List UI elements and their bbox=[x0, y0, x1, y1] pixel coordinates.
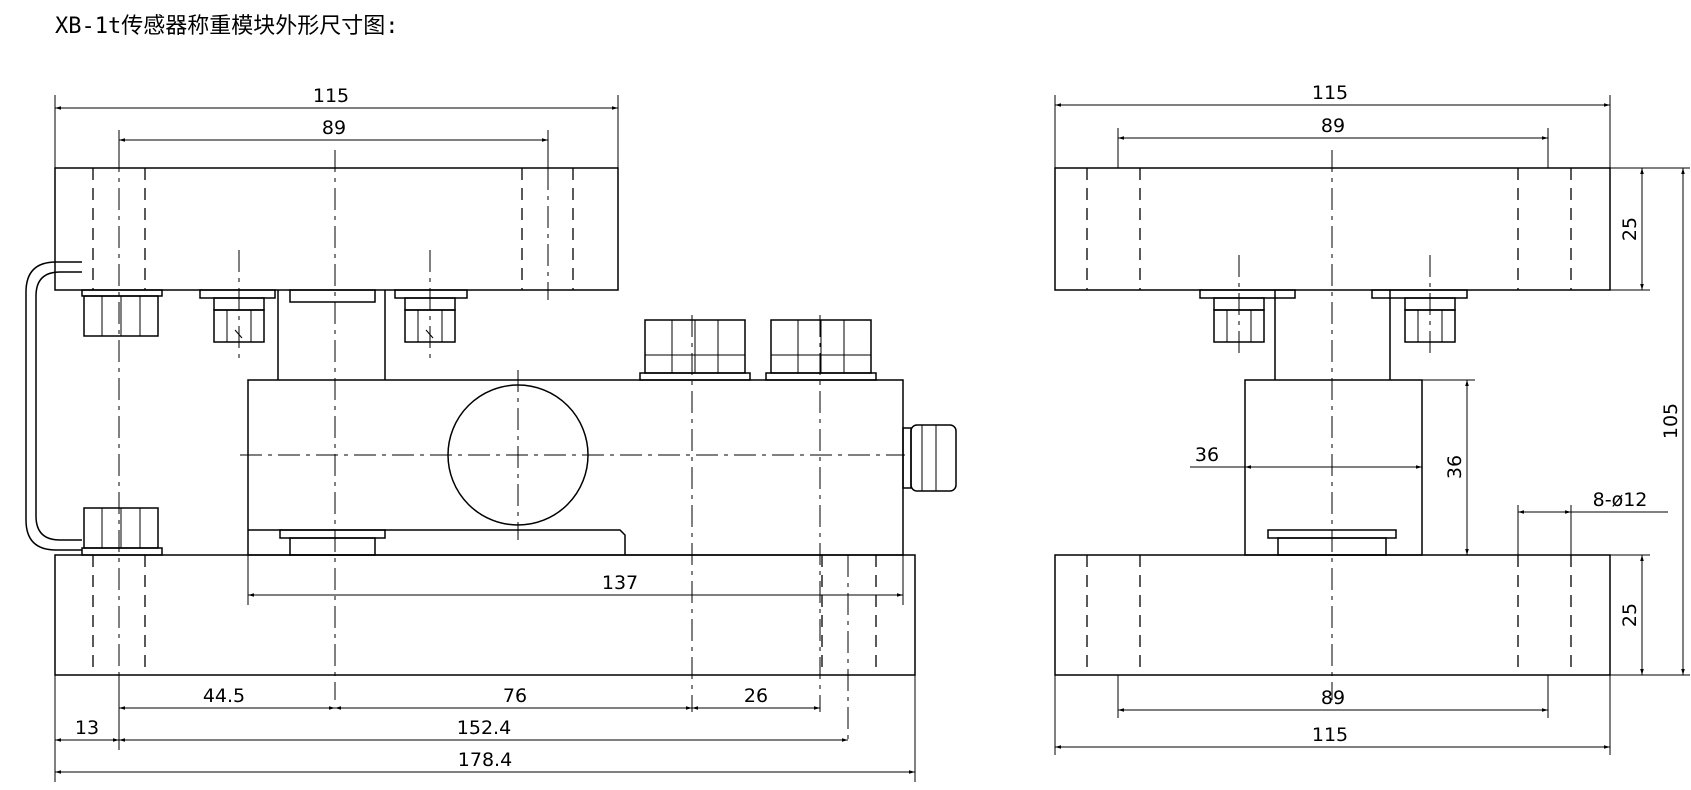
side-dim-115-bottom: 115 bbox=[1312, 724, 1348, 746]
front-dim-137: 137 bbox=[602, 572, 638, 594]
drawing-title: XB-1t传感器称重模块外形尺寸图: bbox=[55, 14, 399, 39]
front-dim-76: 76 bbox=[503, 685, 527, 707]
side-dim-105: 105 bbox=[1660, 403, 1682, 439]
load-cell-body bbox=[247, 379, 904, 556]
front-dim-44-5: 44.5 bbox=[203, 685, 245, 707]
side-dim-115-top: 115 bbox=[1312, 82, 1348, 104]
side-view: 115 89 25 105 36 36 8-ø12 25 89 115 bbox=[1054, 82, 1690, 755]
front-dim-26: 26 bbox=[744, 685, 768, 707]
front-bottom-hidden-holes bbox=[92, 555, 877, 675]
ground-strap bbox=[25, 261, 82, 551]
washer-top-left bbox=[81, 289, 163, 297]
side-dim-89-bottom: 89 bbox=[1321, 687, 1345, 709]
front-top-hidden-holes bbox=[92, 168, 574, 290]
load-cell-step bbox=[248, 529, 626, 555]
front-dim-115: 115 bbox=[313, 85, 349, 107]
front-dim-178-4: 178.4 bbox=[458, 749, 512, 771]
bolt-top-2 bbox=[765, 319, 877, 381]
side-dim-36-height: 36 bbox=[1444, 455, 1466, 479]
side-dim-25-top: 25 bbox=[1619, 217, 1641, 241]
bottom-pad bbox=[289, 537, 376, 556]
washer-2 bbox=[394, 289, 468, 299]
bolt-top-1 bbox=[639, 319, 751, 381]
side-dim-25-bottom: 25 bbox=[1619, 603, 1641, 627]
front-dim-89: 89 bbox=[322, 117, 346, 139]
front-top-plate bbox=[54, 167, 619, 291]
side-dim-36-width: 36 bbox=[1195, 444, 1219, 466]
cable-connector bbox=[902, 424, 957, 492]
top-pad bbox=[289, 289, 376, 303]
washer-1 bbox=[199, 289, 276, 299]
front-dim-152-4: 152.4 bbox=[457, 717, 511, 739]
front-dim-13: 13 bbox=[75, 717, 99, 739]
side-dim-89-top: 89 bbox=[1321, 115, 1345, 137]
front-bottom-plate bbox=[54, 554, 916, 676]
side-dim-holes: 8-ø12 bbox=[1593, 489, 1648, 511]
front-view: 115 89 137 44.5 76 26 13 152.4 178.4 bbox=[25, 85, 957, 782]
